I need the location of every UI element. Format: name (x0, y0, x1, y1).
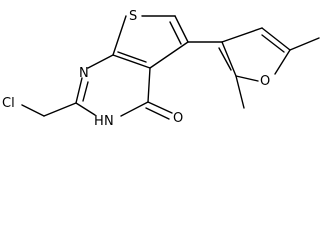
bond-n3-c4 (120, 101, 149, 117)
bond-c2-n3 (75, 102, 96, 116)
bond-c4a-c7a-double (117, 51, 147, 63)
bond-n1-c2 (75, 77, 83, 104)
bond-furan-c5-o (274, 49, 291, 75)
bond-c4-o (147, 101, 173, 114)
bond-s-c7a (112, 15, 127, 56)
bond-methyl-2 (235, 75, 245, 109)
bond-n1-c2-double (82, 81, 89, 102)
bond-furan-c3-c4 (221, 27, 263, 43)
n-top-label: N (79, 66, 89, 81)
bond-c6-c5 (174, 15, 189, 43)
bond-c6-c5-double (169, 21, 182, 45)
bond-furan-c2-c3-double (218, 47, 232, 71)
bond-ch2-cl (21, 104, 45, 117)
bond-furan-o-c2 (235, 75, 259, 82)
bond-furan-c4-c5-double (261, 34, 285, 53)
structure-drawing: S N N H O O Cl (2, 9, 320, 129)
structure-figure: S N N H O O Cl (2, 9, 320, 129)
bond-methyl-5 (289, 37, 320, 51)
bond-furan-c4-c5 (261, 27, 291, 51)
bond-c4a-c7a (112, 54, 151, 69)
bond-c2-ch2 (43, 102, 77, 117)
chlorine-label: Cl (2, 96, 15, 111)
furan-oxygen-label: O (260, 74, 270, 89)
bond-c4-c4a (147, 67, 151, 103)
carbonyl-oxygen-label: O (173, 111, 183, 126)
bond-c5-c4a (149, 41, 189, 69)
bond-furan-c2-c3 (221, 41, 237, 77)
bond-c4-o-double (145, 107, 170, 120)
n-h-label: N (104, 114, 114, 129)
bond-c7a-n1 (87, 54, 114, 69)
n-h-hydrogen-label: H (94, 114, 104, 129)
sulfur-label: S (129, 9, 137, 24)
